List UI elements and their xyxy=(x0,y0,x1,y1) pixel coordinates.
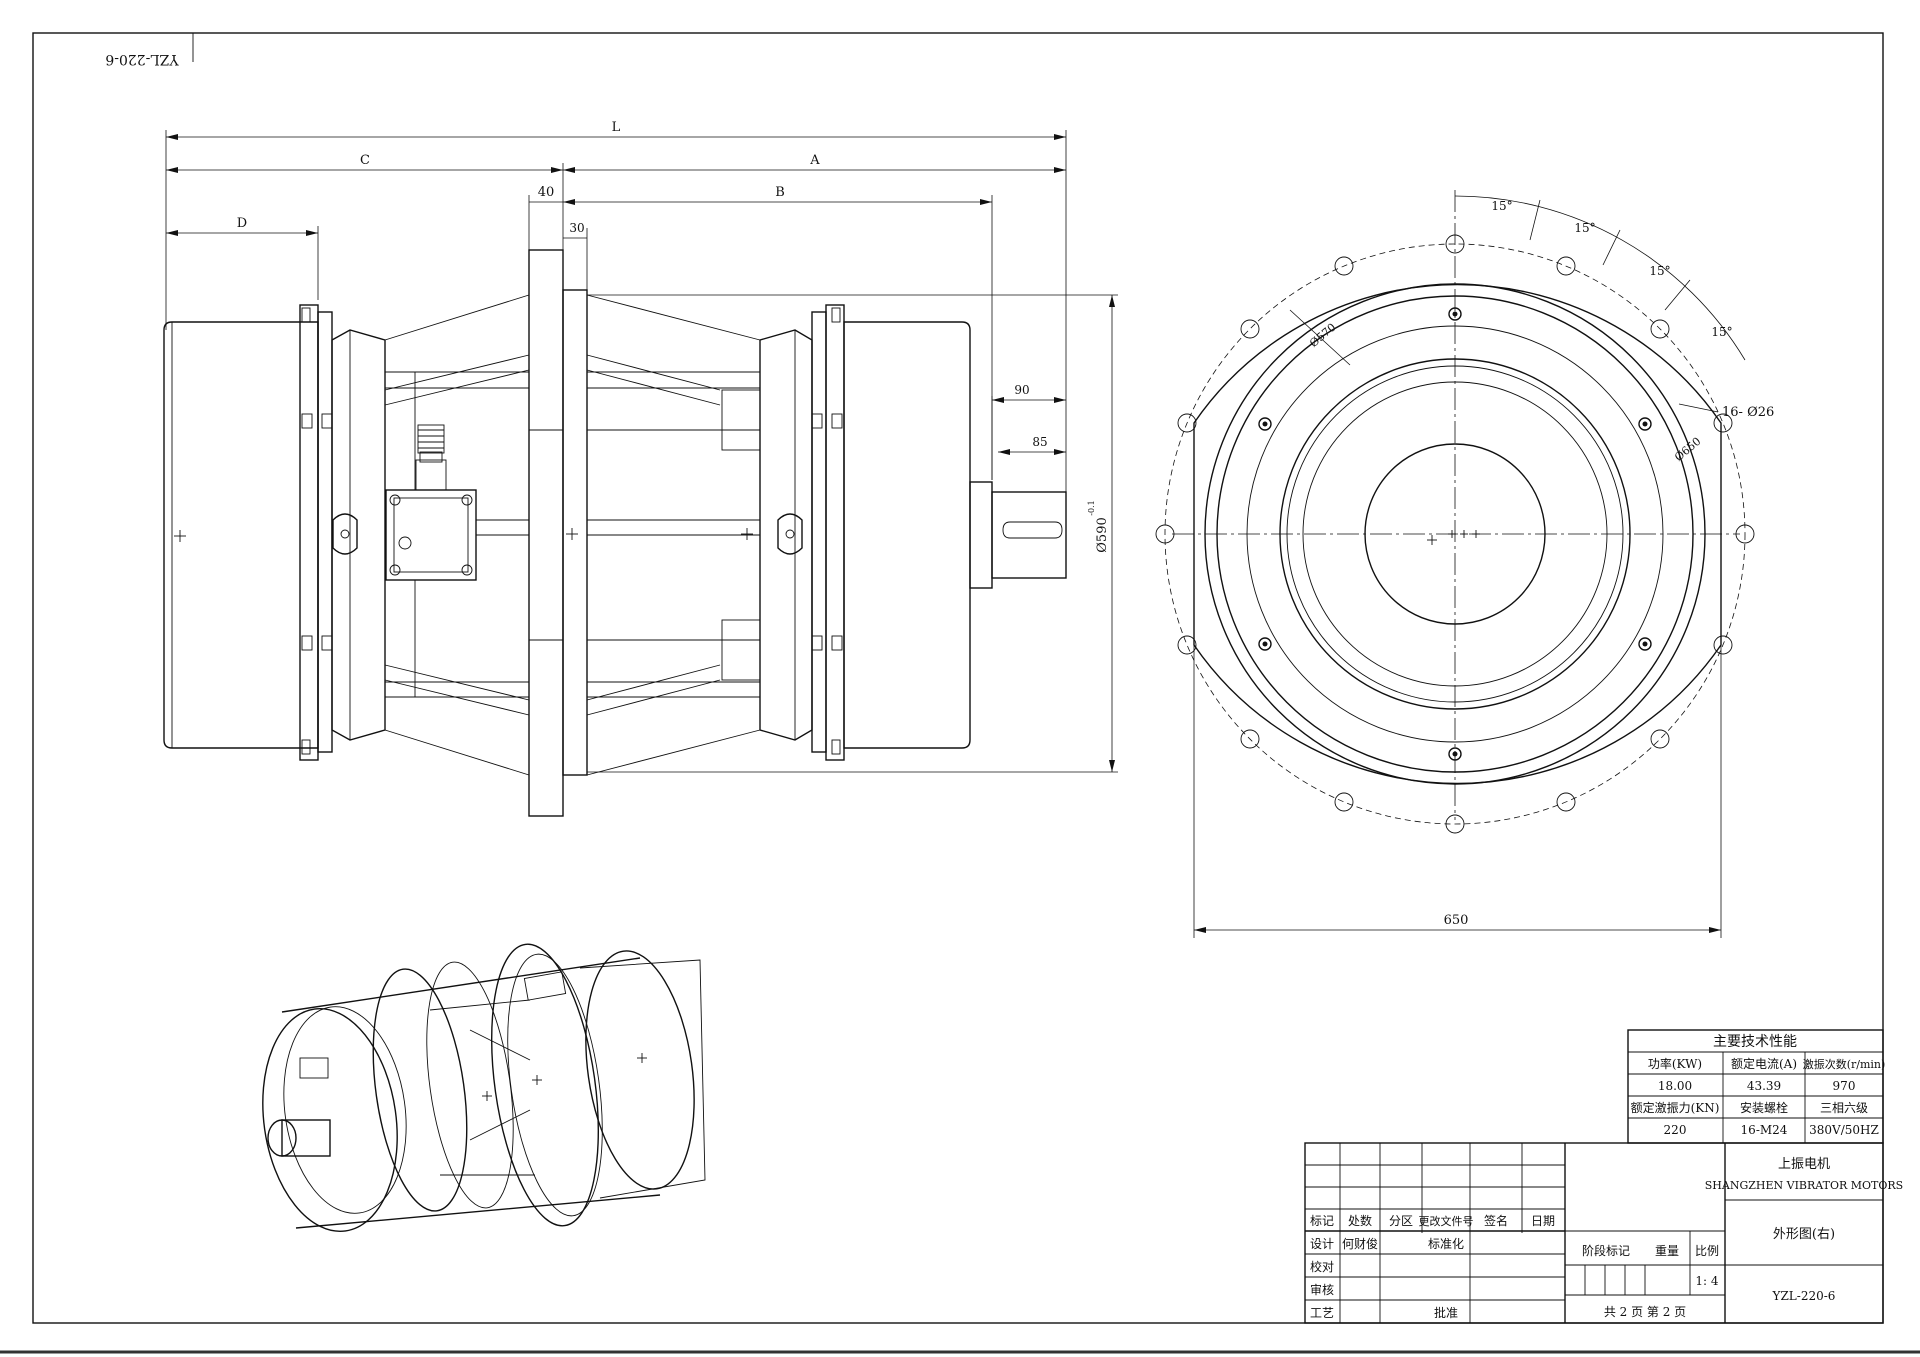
spec-current: 43.39 xyxy=(1747,1079,1781,1093)
dim-dia590: Ø590 xyxy=(1095,517,1110,552)
tb-date: 日期 xyxy=(1531,1214,1555,1228)
dim-L: L xyxy=(612,120,621,135)
right-end-cover xyxy=(843,321,971,749)
center-marks xyxy=(174,528,753,542)
iso-shaft xyxy=(281,1119,331,1157)
iso-junction-box xyxy=(523,971,567,1001)
dim-40: 40 xyxy=(538,185,555,200)
tb-weight: 重量 xyxy=(1655,1244,1679,1258)
spec-phase: 三相六级 xyxy=(1820,1101,1868,1115)
spec-h-speed: 激振次数(r/min) xyxy=(1803,1057,1886,1071)
iso-right-cover xyxy=(585,950,695,1190)
tb-zone: 分区 xyxy=(1389,1214,1413,1228)
cover-screws xyxy=(1258,307,1652,761)
junction-box xyxy=(385,424,477,581)
shaft-keyway xyxy=(1002,521,1063,539)
spec-title: 主要技术性能 xyxy=(1713,1034,1797,1050)
spec-h-power: 功率(KW) xyxy=(1648,1056,1702,1071)
dim-A: A xyxy=(809,153,820,168)
angle-label-3: 15° xyxy=(1649,264,1670,278)
end-view: 15° 15° 15° 15° 16- Ø26 Ø570 Ø650 650 xyxy=(1155,190,1774,938)
spec-speed: 970 xyxy=(1833,1079,1856,1093)
lifting-lug-left xyxy=(332,513,358,555)
angle-label-4: 15° xyxy=(1711,325,1732,339)
shaft-collar xyxy=(969,481,993,589)
tb-check: 校对 xyxy=(1310,1259,1334,1274)
tb-scale: 1: 4 xyxy=(1695,1274,1718,1288)
tb-standard: 标准化 xyxy=(1428,1237,1464,1251)
tb-sheets: 共 2 页 第 2 页 xyxy=(1604,1305,1686,1319)
spec-h-bolts: 安装螺栓 xyxy=(1740,1100,1788,1115)
pcd-outer-label: Ø570 xyxy=(1307,321,1338,350)
iso-left-cover xyxy=(262,1008,398,1232)
tb-process: 工艺 xyxy=(1310,1306,1334,1320)
tb-drawing-no: YZL-220-6 xyxy=(1772,1289,1836,1303)
tb-designer: 何财俊 xyxy=(1342,1236,1378,1251)
bolt-circle xyxy=(1164,243,1746,825)
dim-C: C xyxy=(360,153,370,168)
tb-approve: 批准 xyxy=(1434,1305,1458,1320)
dim-650: 650 xyxy=(1444,913,1469,928)
spec-power: 18.00 xyxy=(1658,1079,1692,1093)
tb-drawing-title: 外形图(右) xyxy=(1773,1227,1835,1242)
frame-ribs-right xyxy=(586,294,761,776)
angle-label-1: 15° xyxy=(1491,199,1512,213)
tb-company-en: SHANGZHEN VIBRATOR MOTORS xyxy=(1705,1179,1903,1192)
tb-company-cn: 上振电机 xyxy=(1778,1157,1830,1172)
angle-label-2: 15° xyxy=(1574,221,1595,235)
tb-count: 处数 xyxy=(1348,1213,1372,1228)
spec-force: 220 xyxy=(1664,1123,1687,1137)
left-flange xyxy=(299,304,319,761)
center-mounting-flange xyxy=(528,249,564,817)
tb-stage: 阶段标记 xyxy=(1582,1243,1630,1258)
dim-B: B xyxy=(775,185,785,200)
tb-change-doc: 更改文件号 xyxy=(1419,1214,1474,1228)
mounting-bolt-holes xyxy=(1155,234,1755,834)
lifting-lug-right xyxy=(777,513,803,555)
output-shaft xyxy=(991,491,1067,579)
spec-bolts: 16-M24 xyxy=(1741,1123,1788,1137)
mirrored-drawing-code: YZL-220-6 xyxy=(105,51,179,67)
dim-85: 85 xyxy=(1032,435,1047,449)
tb-sign: 签名 xyxy=(1484,1213,1508,1228)
spec-table: 主要技术性能 功率(KW) 额定电流(A) 激振次数(r/min) 18.00 … xyxy=(1627,1029,1886,1144)
dim-D: D xyxy=(237,216,247,231)
frame-ribs-left xyxy=(384,294,530,776)
drawing-border xyxy=(32,32,1884,1324)
iso-center-flange xyxy=(490,943,600,1227)
spec-h-current: 额定电流(A) xyxy=(1731,1056,1797,1071)
dim-30: 30 xyxy=(569,221,584,235)
end-view-hub xyxy=(1364,443,1546,625)
spec-voltage: 380V/50HZ xyxy=(1809,1123,1879,1137)
spec-h-force: 额定激振力(KN) xyxy=(1631,1100,1720,1115)
tb-design: 设计 xyxy=(1310,1237,1334,1251)
side-view: L C A 40 B 30 D xyxy=(163,120,1118,817)
pcd-inner-label: Ø650 xyxy=(1672,435,1703,464)
tb-scale-label: 比例 xyxy=(1695,1244,1719,1258)
mirrored-code-box: YZL-220-6 xyxy=(105,33,194,67)
title-block: 标记 处数 分区 更改文件号 签名 日期 设计 何财俊 标准化 校对 审核 工艺… xyxy=(1304,1142,1903,1324)
dim-dia590-tolerance: -0.1 xyxy=(1087,500,1096,515)
tb-review: 审核 xyxy=(1310,1282,1334,1297)
isometric-view xyxy=(262,943,706,1232)
bolt-spec-label: 16- Ø26 xyxy=(1722,405,1774,420)
tb-mark: 标记 xyxy=(1310,1214,1334,1228)
dim-90: 90 xyxy=(1014,383,1029,397)
right-flange xyxy=(811,311,827,753)
left-end-cover xyxy=(163,321,319,749)
